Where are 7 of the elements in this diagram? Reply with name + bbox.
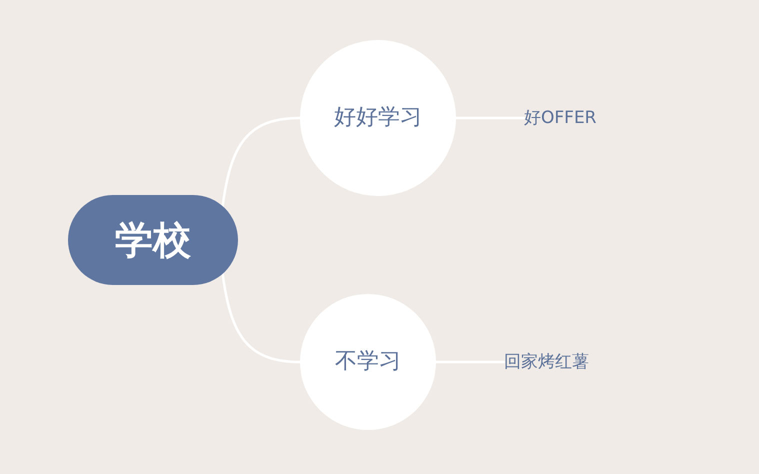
branch-label: 好OFFER: [524, 106, 596, 130]
topic-label: 好好学习: [334, 104, 422, 132]
topic-label: 不学习: [335, 348, 401, 376]
branch-label: 回家烤红薯: [504, 350, 589, 374]
connector-line: [221, 116, 302, 208]
root-label: 学校: [115, 221, 191, 259]
connector-line: [221, 272, 302, 364]
